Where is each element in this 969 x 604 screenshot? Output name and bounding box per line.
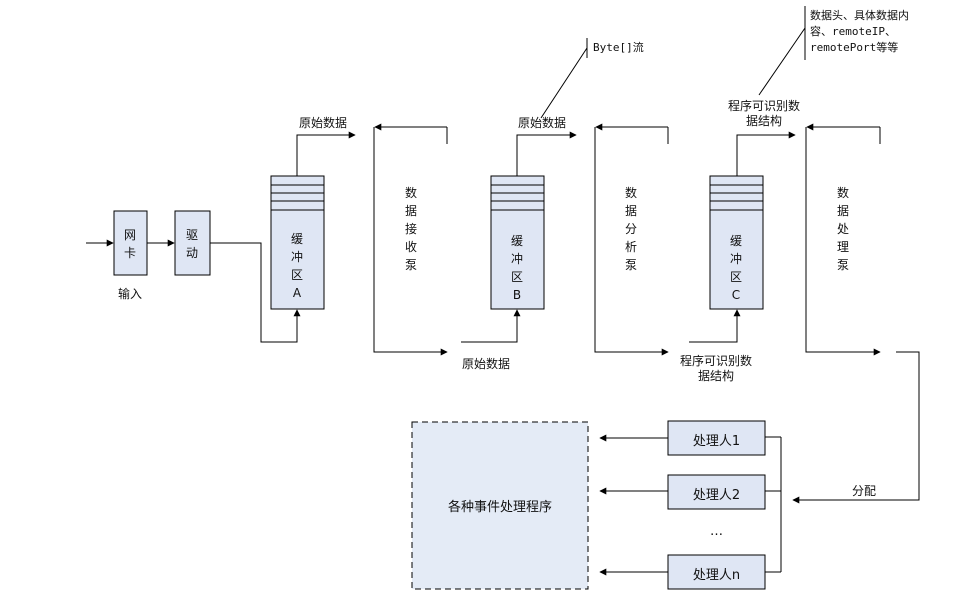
process-pump-shape [805,127,880,353]
nic-box [113,210,148,276]
driver-label: 驱动 [185,228,198,260]
input-label: 输入 [118,287,143,301]
buffer-a-label: 缓冲区A [290,232,303,300]
recognizable-top-label: 程序可识别数 据结构 [728,99,801,128]
data-content-annotation: 数据头、具体数据内 容、remoteIP、 remotePort等等 [810,9,909,54]
analyze-to-buffer-c-arrow [689,309,741,343]
recv-to-buffer-b-arrow [461,309,521,343]
analyze-pump-label: 数据分析泵 [624,186,637,272]
data-content-callout-line [758,27,806,96]
buffer-b-out-arrow [516,131,577,176]
raw-data-top-b-label: 原始数据 [518,116,567,130]
buffer-c-label: 缓冲区C [729,234,742,302]
event-handlers-box [411,421,589,590]
buffer-c [709,175,764,310]
handler-2-label: 处理人2 [692,488,741,503]
driver-box [174,210,211,276]
raw-data-bottom-label: 原始数据 [462,357,511,371]
buffer-a [270,175,325,310]
byte-stream-callout-line [540,47,588,119]
buffer-c-out-arrow [736,131,796,176]
handler-ellipsis: … [710,524,723,539]
recognizable-bottom-label: 程序可识别数 据结构 [680,354,753,383]
handler-2-box [667,474,766,510]
process-pump-label: 数据处理泵 [836,186,849,272]
recv-pump-shape [373,127,447,353]
raw-data-top-a-label: 原始数据 [299,116,348,130]
nic-label: 网卡 [123,228,136,260]
dispatch-line [792,351,920,504]
handler-1-label: 处理人1 [692,434,741,449]
driver-to-buffer-a-line [210,242,301,343]
handler-n-label: 处理人n [692,568,741,583]
recv-pump-label: 数据接收泵 [404,186,417,272]
handler-1-box [667,420,766,456]
dispatch-label: 分配 [852,484,877,498]
buffer-a-out-arrow [296,131,356,176]
buffer-b-label: 缓冲区B [510,234,523,302]
analyze-pump-shape [594,127,668,353]
event-handlers-label: 各种事件处理程序 [447,500,552,515]
buffer-b [490,175,545,310]
byte-stream-annotation: Byte[]流 [593,41,644,54]
